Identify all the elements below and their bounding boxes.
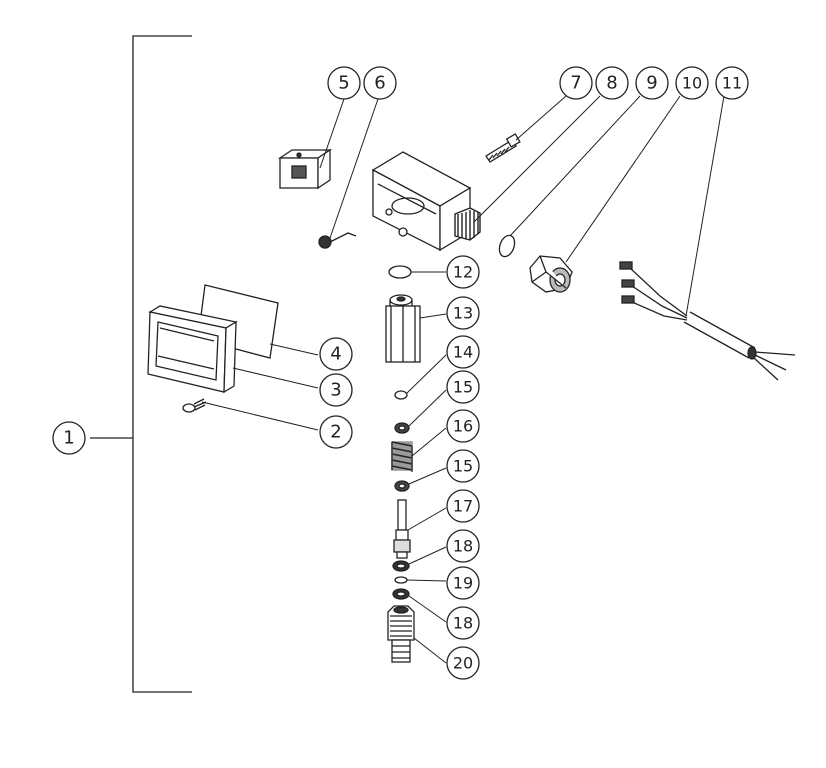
piston-part: [393, 499, 411, 559]
fitting-part: [387, 605, 415, 663]
backup-ring-upper-part: [392, 560, 410, 572]
callout-20: 20: [453, 654, 473, 673]
cable-part: [619, 261, 796, 381]
callout-2: 2: [330, 422, 341, 443]
adapter-part: [385, 294, 421, 363]
o-ring-upper-part: [388, 265, 412, 279]
backup-ring-lower-part: [392, 588, 410, 600]
washer-upper-part: [394, 422, 410, 434]
callout-15-lower: 15: [453, 457, 473, 476]
callout-14: 14: [453, 343, 473, 362]
callout-balloons: [52, 66, 749, 680]
callout-labels: 1 2 3 4 5 6 7 8 9 10 11 12 13 14 15 16 1…: [63, 73, 742, 673]
set-screw-part: [485, 133, 521, 163]
callout-6: 6: [374, 73, 385, 94]
ground-screw-part: [318, 232, 357, 249]
callout-18-upper: 18: [453, 537, 473, 556]
callout-11: 11: [722, 74, 742, 93]
callout-10: 10: [682, 74, 702, 93]
ball-part: [394, 390, 408, 400]
o-ring-piston-part: [394, 576, 408, 584]
spring-part: [391, 441, 413, 472]
callout-13: 13: [453, 304, 473, 323]
washer-lower-part: [394, 480, 410, 492]
callout-4: 4: [330, 344, 341, 365]
callout-3: 3: [330, 380, 341, 401]
callout-1: 1: [63, 428, 74, 449]
callout-7: 7: [570, 73, 581, 94]
callout-15-upper: 15: [453, 378, 473, 397]
callout-8: 8: [606, 73, 617, 94]
terminal-block-part: [277, 148, 333, 190]
callout-9: 9: [646, 73, 657, 94]
callout-12: 12: [453, 263, 473, 282]
callout-19: 19: [453, 574, 473, 593]
callout-17: 17: [453, 497, 473, 516]
housing-part: [371, 151, 481, 252]
leader-lines: [201, 95, 725, 664]
callout-5: 5: [338, 73, 349, 94]
assembly-bracket: [90, 35, 192, 693]
callout-18-lower: 18: [453, 614, 473, 633]
screw-part: [182, 398, 207, 413]
o-ring-housing-part: [498, 234, 516, 258]
nut-part: [529, 255, 573, 293]
callout-16: 16: [453, 417, 473, 436]
cover-plate-part: [147, 305, 238, 394]
